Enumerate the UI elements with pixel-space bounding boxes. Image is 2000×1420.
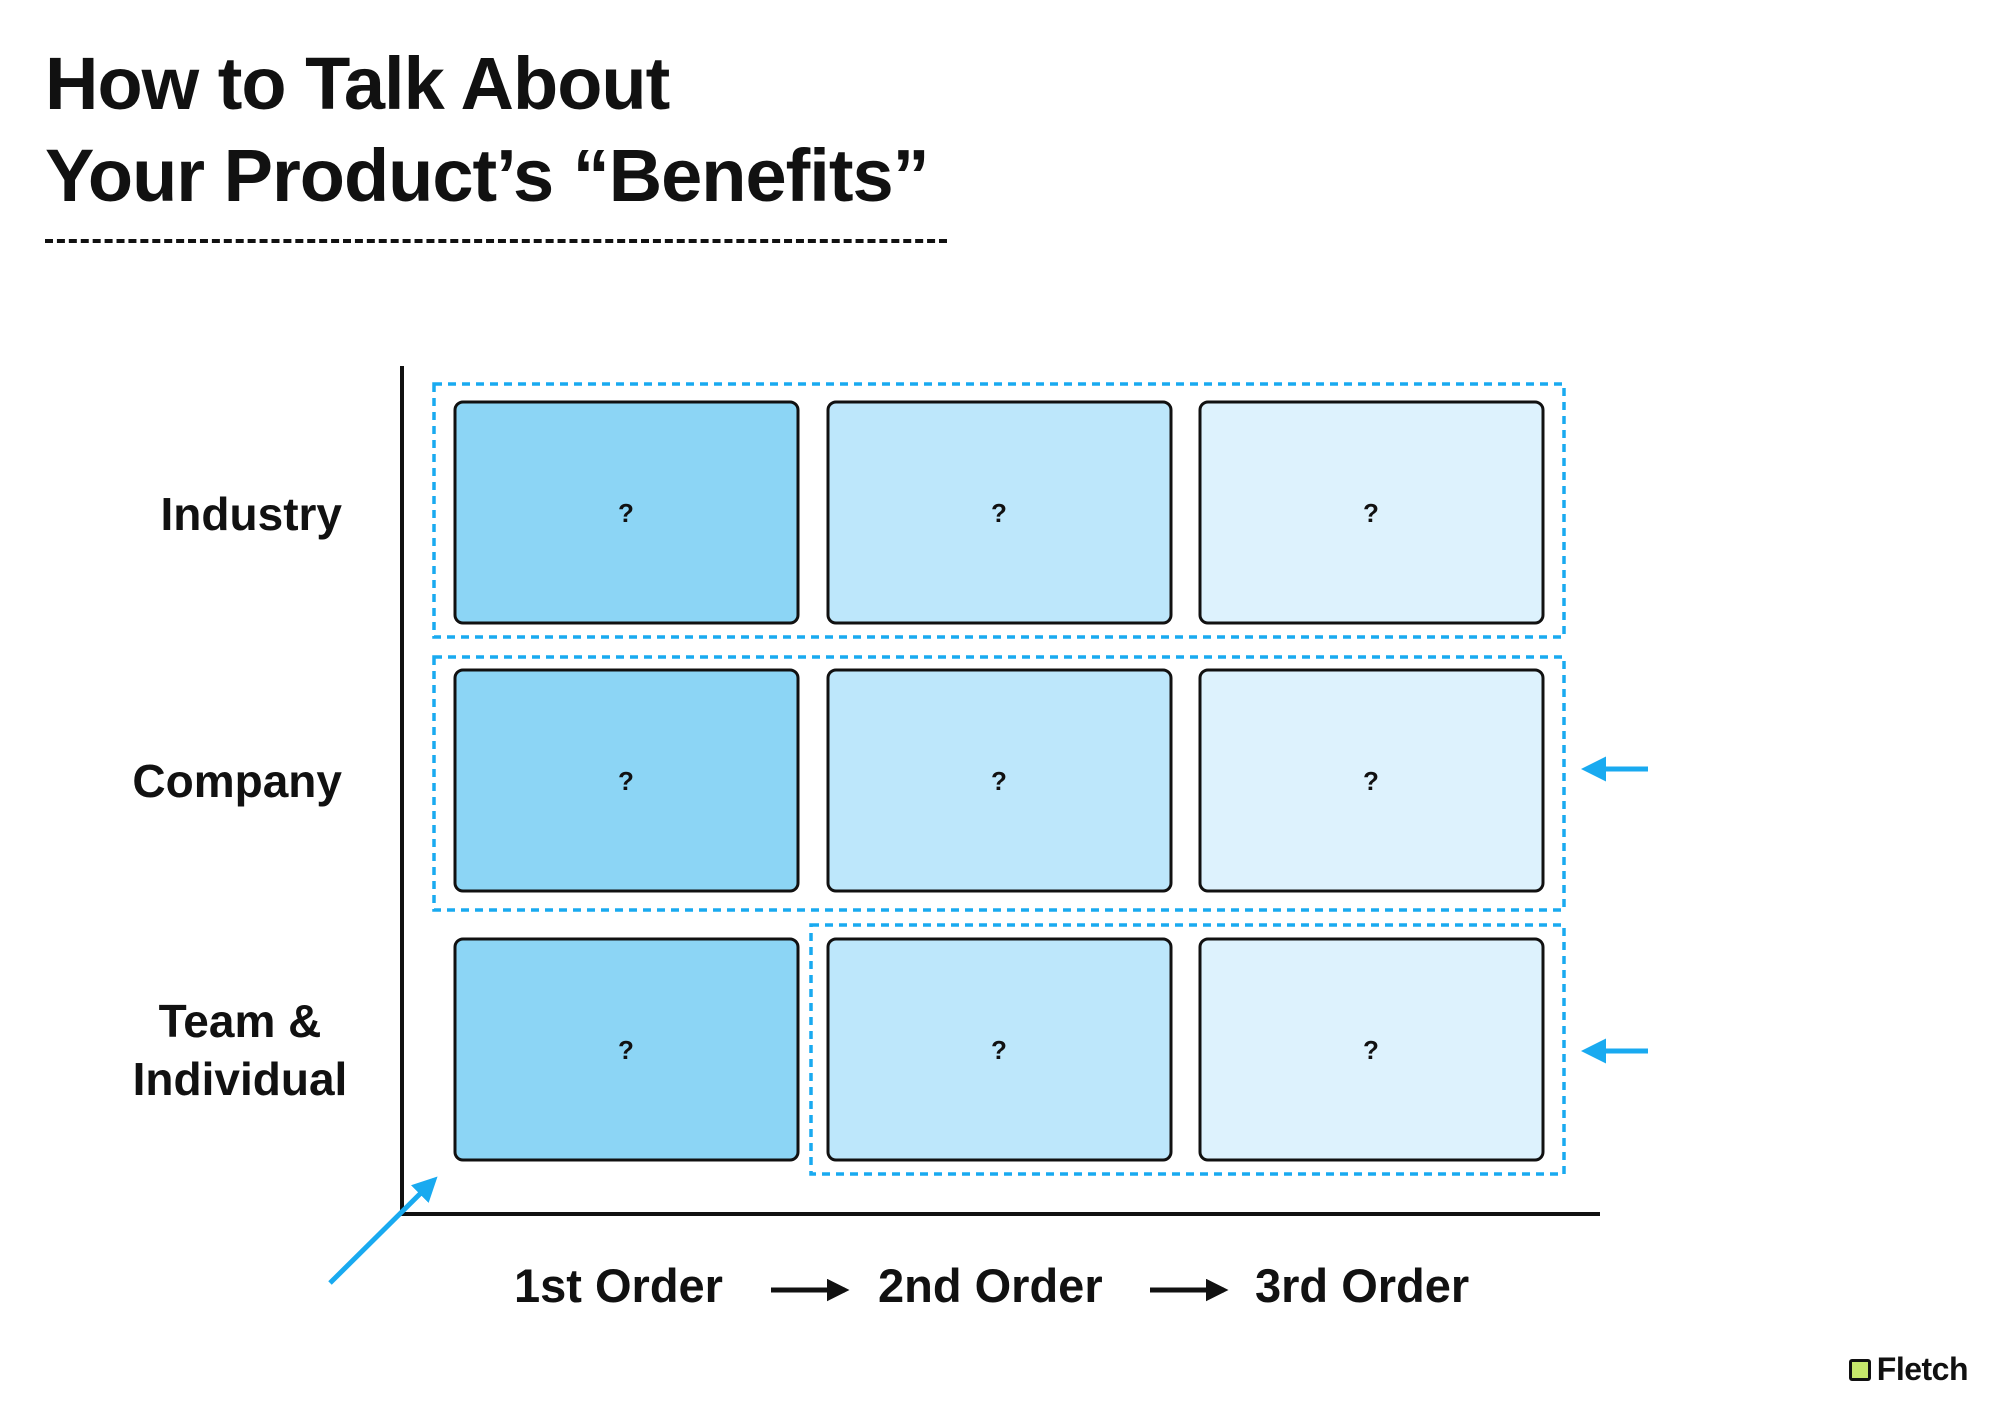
- cell-team-2nd: ?: [826, 937, 1173, 1162]
- highlight-row-company: [432, 655, 1566, 912]
- arrow-diagonal-icon: [328, 1176, 438, 1285]
- cell-industry-2nd: ?: [826, 400, 1173, 625]
- square-logo-icon: [1848, 1358, 1871, 1381]
- row-label-company: Company: [132, 755, 342, 807]
- title-line-1: How to Talk About: [45, 42, 670, 125]
- cell-team-3rd: ?: [1198, 937, 1545, 1162]
- highlight-row-industry: [432, 382, 1566, 639]
- page-title: How to Talk About Your Product’s “Benefi…: [45, 38, 930, 222]
- cell-company-3rd: ?: [1198, 668, 1545, 893]
- col-label-2nd-order: 2nd Order: [878, 1259, 1103, 1312]
- row-label-team-line-2: Individual: [132, 1053, 348, 1105]
- brand-name: Fletch: [1876, 1351, 1969, 1387]
- title-line-2: Your Product’s “Benefits”: [45, 134, 930, 217]
- cell-question-mark: ?: [618, 498, 634, 528]
- brand-logo: Fletch: [1848, 1351, 1969, 1388]
- col-label-3rd-order: 3rd Order: [1255, 1259, 1470, 1312]
- cell-question-mark: ?: [991, 498, 1007, 528]
- cell-question-mark: ?: [618, 1035, 634, 1065]
- cell-question-mark: ?: [1363, 1035, 1379, 1065]
- title-divider: [45, 239, 947, 243]
- cell-industry-1st: ?: [453, 400, 800, 625]
- cell-team-1st: ?: [453, 937, 800, 1162]
- cell-question-mark: ?: [618, 766, 634, 796]
- cell-question-mark: ?: [1363, 498, 1379, 528]
- highlight-row-team-partial: [809, 923, 1566, 1176]
- cell-company-2nd: ?: [826, 668, 1173, 893]
- row-label-team-line-1: Team &: [158, 995, 322, 1047]
- cell-company-1st: ?: [453, 668, 800, 893]
- cell-question-mark: ?: [1363, 766, 1379, 796]
- cell-question-mark: ?: [991, 1035, 1007, 1065]
- cell-question-mark: ?: [991, 766, 1007, 796]
- row-label-team-individual: Team & Individual: [105, 992, 375, 1108]
- cell-industry-3rd: ?: [1198, 400, 1545, 625]
- row-label-industry: Industry: [160, 488, 342, 540]
- col-label-1st-order: 1st Order: [514, 1259, 723, 1312]
